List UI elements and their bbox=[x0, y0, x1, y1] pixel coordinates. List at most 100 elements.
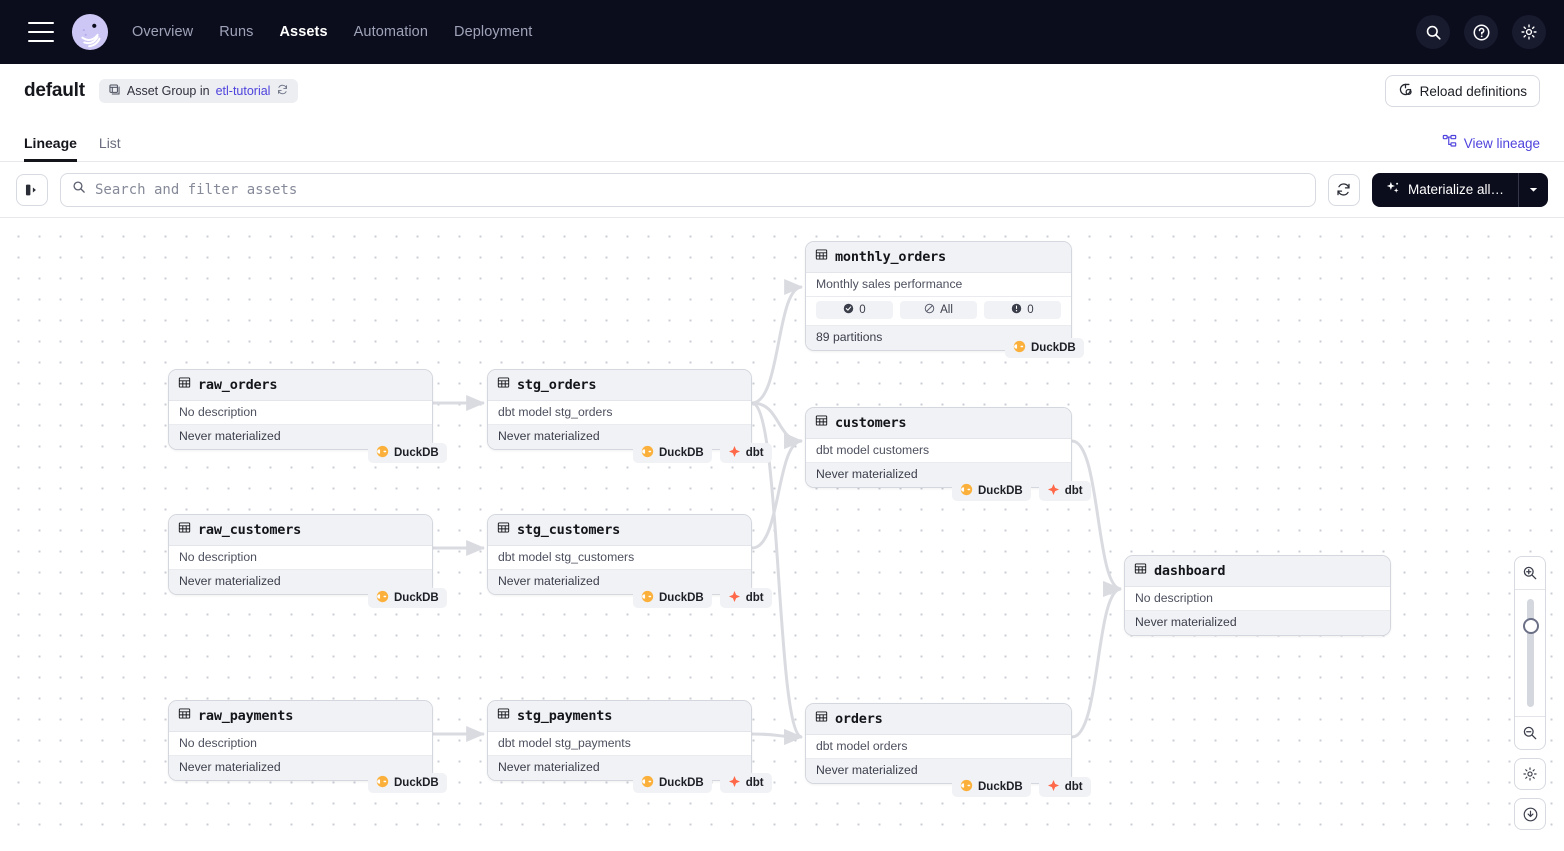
main-nav-links: Overview Runs Assets Automation Deployme… bbox=[132, 24, 532, 40]
asset-group-chip[interactable]: Asset Group in etl-tutorial bbox=[98, 79, 299, 103]
asset-node-description: dbt model customers bbox=[806, 439, 1071, 463]
tag-dbt[interactable]: dbt bbox=[719, 443, 772, 463]
asset-node-name: dashboard bbox=[1154, 563, 1226, 579]
tag-label: dbt bbox=[745, 777, 764, 789]
tab-lineage[interactable]: Lineage bbox=[24, 135, 77, 162]
materialize-all-label-group[interactable]: Materialize all… bbox=[1372, 173, 1518, 207]
nav-link-deployment[interactable]: Deployment bbox=[454, 24, 533, 40]
asset-group-icon bbox=[108, 83, 121, 99]
graph-settings-icon[interactable] bbox=[1514, 758, 1546, 790]
graph-edges bbox=[432, 279, 1123, 745]
zoom-slider-knob[interactable] bbox=[1523, 618, 1539, 634]
tab-list[interactable]: List bbox=[98, 135, 121, 151]
asset-node-name: raw_orders bbox=[198, 377, 278, 393]
tag-duckdb[interactable]: DuckDB bbox=[633, 773, 712, 793]
tag-duckdb[interactable]: DuckDB bbox=[368, 588, 447, 608]
asset-node-header: monthly_orders bbox=[806, 242, 1071, 273]
tag-dbt[interactable]: dbt bbox=[1038, 481, 1091, 501]
duckdb-icon bbox=[641, 775, 654, 791]
asset-node-tags-customers: DuckDB dbt bbox=[952, 481, 1091, 501]
dbt-icon bbox=[728, 445, 741, 461]
asset-lineage-graph[interactable]: monthly_orders Monthly sales performance… bbox=[0, 218, 1564, 843]
refresh-icon[interactable] bbox=[1327, 173, 1360, 206]
dagster-logo-icon[interactable] bbox=[70, 12, 110, 52]
tag-duckdb[interactable]: DuckDB bbox=[368, 773, 447, 793]
tag-duckdb[interactable]: DuckDB bbox=[368, 443, 447, 463]
table-icon bbox=[178, 521, 191, 539]
dbt-icon bbox=[1047, 483, 1060, 499]
materialize-dropdown-caret[interactable] bbox=[1518, 172, 1548, 207]
slash-circle-icon bbox=[924, 303, 935, 317]
asset-node-description: dbt model stg_payments bbox=[488, 732, 751, 756]
view-lineage-link[interactable]: View lineage bbox=[1442, 134, 1540, 152]
duckdb-icon bbox=[376, 445, 389, 461]
asset-node-tags-orders: DuckDB dbt bbox=[952, 777, 1091, 797]
search-input[interactable] bbox=[95, 181, 1304, 198]
tag-label: DuckDB bbox=[394, 447, 439, 459]
reload-definitions-button[interactable]: Reload definitions bbox=[1384, 75, 1540, 107]
hamburger-menu-icon[interactable] bbox=[28, 22, 54, 42]
zoom-in-icon[interactable] bbox=[1515, 557, 1545, 589]
dbt-icon bbox=[1047, 779, 1060, 795]
tag-dbt[interactable]: dbt bbox=[719, 588, 772, 608]
nav-link-assets[interactable]: Assets bbox=[279, 24, 328, 40]
zoom-slider-rail bbox=[1526, 599, 1534, 707]
tag-duckdb[interactable]: DuckDB bbox=[952, 481, 1031, 501]
asset-node-description: No description bbox=[169, 732, 432, 756]
asset-node-header: raw_payments bbox=[169, 701, 432, 732]
asset-node-header: dashboard bbox=[1125, 556, 1390, 587]
tag-duckdb[interactable]: DuckDB bbox=[1005, 338, 1084, 358]
search-input-wrapper[interactable] bbox=[60, 172, 1316, 207]
panel-toggle-icon[interactable] bbox=[16, 173, 48, 206]
nav-link-overview[interactable]: Overview bbox=[132, 24, 194, 40]
tag-duckdb[interactable]: DuckDB bbox=[633, 443, 712, 463]
zoom-to-fit-icon[interactable] bbox=[1514, 798, 1546, 830]
reload-icon[interactable] bbox=[276, 83, 289, 99]
duckdb-icon bbox=[641, 590, 654, 606]
asset-node-tags-raw_payments: DuckDB bbox=[368, 773, 447, 793]
asset-node-tags-raw_customers: DuckDB bbox=[368, 588, 447, 608]
graph-edge-stg_orders-to-monthly_orders bbox=[751, 279, 804, 405]
asset-node-box[interactable]: monthly_orders Monthly sales performance… bbox=[805, 241, 1072, 351]
settings-icon[interactable] bbox=[1512, 15, 1546, 49]
zoom-out-icon[interactable] bbox=[1515, 717, 1545, 749]
zoom-slider[interactable] bbox=[1515, 589, 1545, 717]
tag-dbt[interactable]: dbt bbox=[719, 773, 772, 793]
partition-chip[interactable]: All bbox=[900, 301, 977, 319]
tag-dbt[interactable]: dbt bbox=[1038, 777, 1091, 797]
search-icon[interactable] bbox=[1416, 15, 1450, 49]
search-icon bbox=[72, 180, 86, 199]
nav-link-automation[interactable]: Automation bbox=[353, 24, 429, 40]
help-icon[interactable] bbox=[1464, 15, 1498, 49]
partition-chip-value: 0 bbox=[859, 304, 866, 316]
tag-duckdb[interactable]: DuckDB bbox=[952, 777, 1031, 797]
asset-group-chip-link[interactable]: etl-tutorial bbox=[215, 84, 271, 98]
asset-node-monthly_orders[interactable]: monthly_orders Monthly sales performance… bbox=[805, 241, 1072, 351]
dbt-icon bbox=[728, 775, 741, 791]
tag-duckdb[interactable]: DuckDB bbox=[633, 588, 712, 608]
materialize-all-button[interactable]: Materialize all… bbox=[1371, 172, 1548, 207]
partition-chip[interactable]: 0 bbox=[816, 301, 893, 319]
table-icon bbox=[815, 248, 828, 266]
graph-edge-stg_orders-to-orders bbox=[751, 401, 804, 745]
nav-link-runs[interactable]: Runs bbox=[219, 24, 254, 40]
partition-chip[interactable]: 0 bbox=[984, 301, 1061, 319]
